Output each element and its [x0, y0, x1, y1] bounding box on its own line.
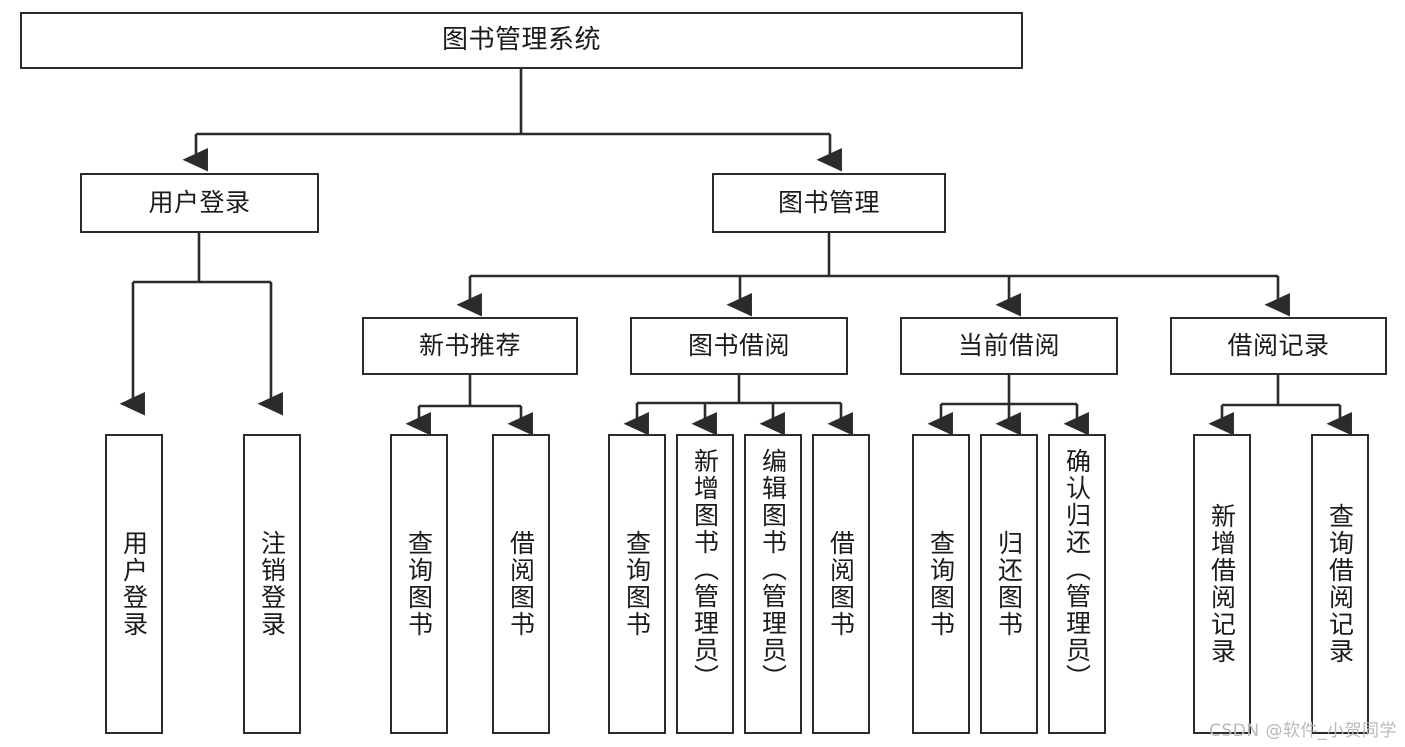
node-label: 用户登录	[119, 530, 149, 638]
node-label: 借阅图书	[506, 530, 536, 638]
leaf-query-book-current[interactable]: 查询图书	[912, 434, 970, 734]
leaf-confirm-return-admin[interactable]: 确认归还（管理员）	[1048, 434, 1106, 734]
leaf-borrow-book-recommend[interactable]: 借阅图书	[492, 434, 550, 734]
node-current-borrow[interactable]: 当前借阅	[900, 317, 1118, 375]
node-book-borrow[interactable]: 图书借阅	[630, 317, 848, 375]
leaf-edit-book-admin[interactable]: 编辑图书（管理员）	[744, 434, 802, 734]
node-label: 新增图书（管理员）	[690, 448, 720, 691]
csdn-watermark: CSDN @软件_小贺同学	[1209, 721, 1397, 741]
node-label: 当前借阅	[957, 331, 1060, 361]
node-user-login[interactable]: 用户登录	[80, 173, 319, 233]
node-label: 确认归还（管理员）	[1062, 448, 1092, 691]
node-label: 图书管理	[777, 188, 880, 218]
node-label: 查询借阅记录	[1325, 503, 1355, 665]
node-label: 注销登录	[257, 530, 287, 638]
node-label: 新增借阅记录	[1207, 503, 1237, 665]
node-label: 图书管理系统	[441, 25, 601, 56]
node-label: 查询图书	[926, 530, 956, 638]
leaf-add-book-admin[interactable]: 新增图书（管理员）	[676, 434, 734, 734]
leaf-user-login[interactable]: 用户登录	[105, 434, 163, 734]
leaf-return-book[interactable]: 归还图书	[980, 434, 1038, 734]
node-label: 查询图书	[622, 530, 652, 638]
node-label: 借阅图书	[826, 530, 856, 638]
leaf-logout[interactable]: 注销登录	[243, 434, 301, 734]
node-label: 用户登录	[148, 188, 251, 218]
node-label: 图书借阅	[687, 331, 790, 361]
node-label: 新书推荐	[418, 331, 521, 361]
node-root-system[interactable]: 图书管理系统	[20, 12, 1023, 69]
leaf-query-book-borrow[interactable]: 查询图书	[608, 434, 666, 734]
node-book-management[interactable]: 图书管理	[712, 173, 946, 233]
leaf-query-book-recommend[interactable]: 查询图书	[390, 434, 448, 734]
leaf-borrow-book-borrow[interactable]: 借阅图书	[812, 434, 870, 734]
leaf-add-borrow-record[interactable]: 新增借阅记录	[1193, 434, 1251, 734]
node-label: 编辑图书（管理员）	[758, 448, 788, 691]
node-label: 归还图书	[994, 530, 1024, 638]
leaf-query-borrow-record[interactable]: 查询借阅记录	[1311, 434, 1369, 734]
node-new-book-recommend[interactable]: 新书推荐	[362, 317, 578, 375]
node-borrow-record[interactable]: 借阅记录	[1170, 317, 1387, 375]
node-label: 借阅记录	[1227, 331, 1330, 361]
node-label: 查询图书	[404, 530, 434, 638]
